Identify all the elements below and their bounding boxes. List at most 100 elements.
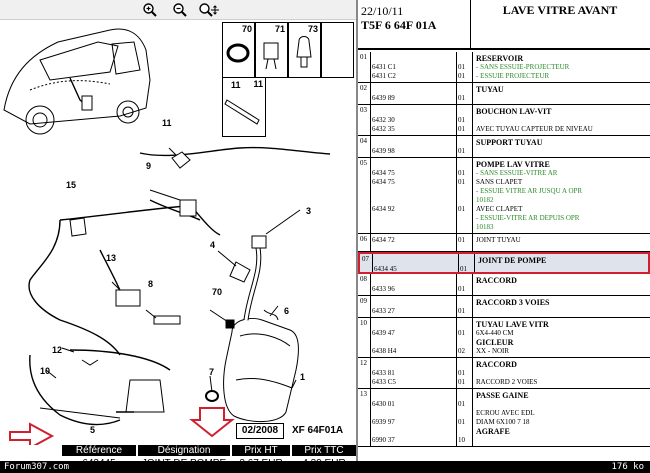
callout-11[interactable]: 11 (162, 118, 172, 128)
part-reference[interactable]: 6439 98 (372, 147, 395, 155)
part-reference[interactable]: 6433 81 (372, 369, 395, 377)
part-reference[interactable]: 6434 75 (372, 169, 395, 177)
column-divider (370, 234, 371, 251)
part-quantity: 01 (458, 63, 465, 71)
part-reference[interactable]: 6438 H4 (372, 347, 397, 355)
column-divider (472, 296, 473, 317)
callout-10[interactable]: 10 (40, 366, 51, 376)
callout-7[interactable]: 7 (209, 367, 215, 377)
header-divider (470, 0, 471, 50)
list-date: 22/10/11 (361, 4, 404, 18)
callout-70[interactable]: 70 (212, 287, 223, 297)
part-reference[interactable]: 6433 27 (372, 307, 395, 315)
part-description: - ESSUIE PROJECTEUR (476, 72, 550, 80)
group-code: 12 (360, 359, 367, 367)
thumb-11[interactable]: 11 (222, 77, 266, 137)
part-description: AVEC CLAPET (476, 205, 523, 213)
thumb-number: 11 (253, 79, 263, 89)
part-reference[interactable]: 6939 97 (372, 418, 395, 426)
clip-icon (263, 42, 279, 70)
callout-3[interactable]: 3 (306, 206, 312, 216)
callout-12[interactable]: 12 (52, 345, 63, 355)
part-reference[interactable]: 6990 37 (372, 436, 395, 444)
column-divider (456, 158, 457, 233)
part-quantity: 01 (458, 178, 465, 186)
site-watermark: Forum307.com (4, 462, 70, 472)
callout-8[interactable]: 8 (148, 279, 154, 289)
header-price-ttc: Prix TTC (292, 445, 356, 456)
part-quantity: 02 (458, 347, 465, 355)
parts-list-panel: 22/10/11 T5F 6 64F 01A LAVE VITRE AVANT … (356, 0, 650, 461)
column-divider (472, 358, 473, 388)
part-reference[interactable]: 6434 75 (372, 178, 395, 186)
part-quantity: 01 (458, 72, 465, 80)
part-description: 10182 (476, 196, 494, 204)
part-reference[interactable]: 6432 35 (372, 125, 395, 133)
part-reference[interactable]: 6439 89 (372, 94, 395, 102)
part-description: RACCORD 2 VOIES (476, 378, 538, 386)
column-divider (370, 389, 371, 446)
part-reference[interactable]: 6434 72 (372, 236, 395, 244)
part-quantity: 01 (458, 329, 465, 337)
column-divider (370, 52, 371, 82)
callout-9[interactable]: 9 (146, 161, 152, 171)
header-price-ht: Prix HT (232, 445, 290, 456)
part-reference[interactable]: 6433 C5 (372, 378, 396, 386)
column-divider (472, 136, 473, 157)
column-divider (472, 52, 473, 82)
header-reference: Référence (62, 445, 136, 456)
part-quantity: 01 (458, 307, 465, 315)
part-reference[interactable]: 6434 45 (374, 265, 397, 273)
part-description: JOINT DE POMPE (478, 256, 547, 265)
part-quantity: 01 (460, 265, 467, 273)
part-description: SUPPORT TUYAU (476, 138, 543, 147)
part-description: ECROU AVEC EDL (476, 409, 535, 417)
callout-4[interactable]: 4 (210, 240, 216, 250)
thumb-73[interactable]: 73 (288, 22, 321, 78)
column-divider (456, 234, 457, 251)
zoom-in-icon[interactable] (142, 2, 158, 18)
part-reference[interactable]: 6431 C1 (372, 63, 396, 71)
callout-15[interactable]: 15 (66, 180, 77, 190)
part-reference[interactable]: 6433 96 (372, 285, 395, 293)
column-divider (456, 105, 457, 135)
part-reference[interactable]: 6432 30 (372, 116, 395, 124)
part-reference[interactable]: 6439 47 (372, 329, 395, 337)
part-quantity: 10 (458, 436, 465, 444)
column-divider (472, 389, 473, 446)
part-reference[interactable]: 6434 92 (372, 205, 395, 213)
column-divider (370, 358, 371, 388)
part-quantity: 01 (458, 400, 465, 408)
part-reference[interactable]: 6430 01 (372, 400, 395, 408)
callout-13[interactable]: 13 (106, 253, 117, 263)
part-reference[interactable]: 6431 C2 (372, 72, 396, 80)
pan-icon[interactable] (198, 2, 220, 18)
part-description: PASSE GAINE (476, 391, 529, 400)
callout-1[interactable]: 1 (300, 372, 306, 382)
callout-5[interactable]: 5 (90, 425, 96, 435)
part-quantity: 01 (458, 94, 465, 102)
thumb-70[interactable]: 70 (222, 22, 255, 78)
callout-11-thumb[interactable]: 11 (231, 80, 241, 90)
group-code: 09 (360, 297, 367, 305)
thumb-71[interactable]: 71 (255, 22, 288, 78)
column-divider (456, 358, 457, 388)
thumb-number: 70 (241, 24, 252, 34)
callout-6[interactable]: 6 (284, 306, 290, 316)
zoom-out-icon[interactable] (172, 2, 188, 18)
tie-strap-icon (224, 99, 260, 125)
column-divider (370, 136, 371, 157)
thumb-number: 73 (307, 24, 318, 34)
